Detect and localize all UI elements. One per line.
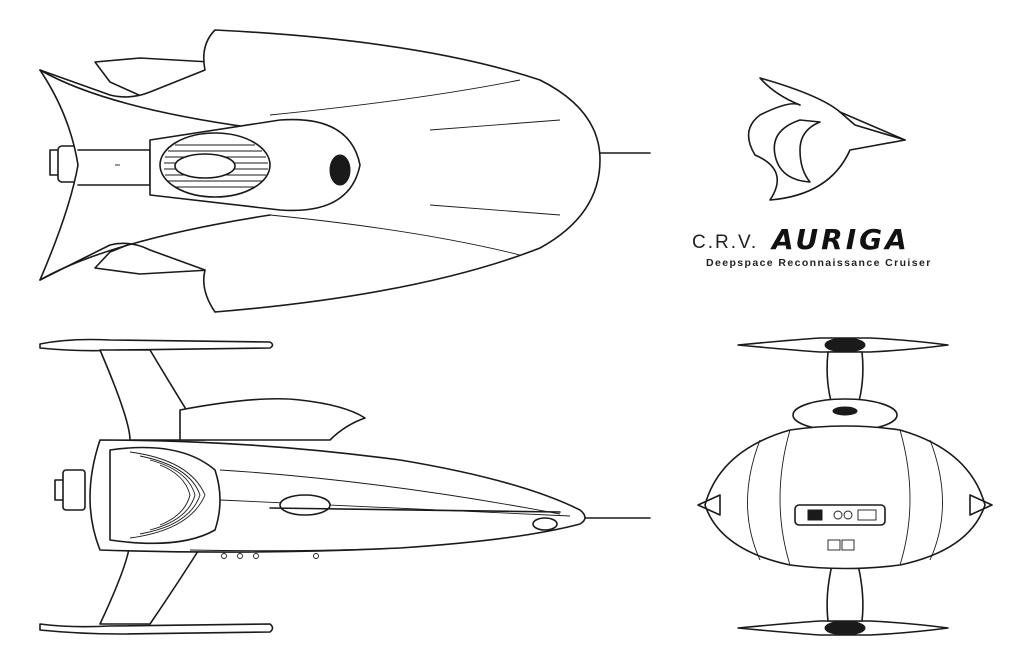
side-view [39, 338, 651, 635]
title-name: AURIGA [770, 223, 910, 256]
title-block: C.R.V. AURIGA Deepspace Reconnaissance C… [692, 223, 932, 269]
crescent-wing-emblem-icon [747, 77, 906, 201]
top-view [39, 29, 651, 313]
side-canopy-stripes [129, 451, 206, 539]
front-view [697, 337, 993, 636]
title-prefix: C.R.V. [692, 232, 758, 253]
title-subtitle: Deepspace Reconnaissance Cruiser [706, 257, 932, 269]
